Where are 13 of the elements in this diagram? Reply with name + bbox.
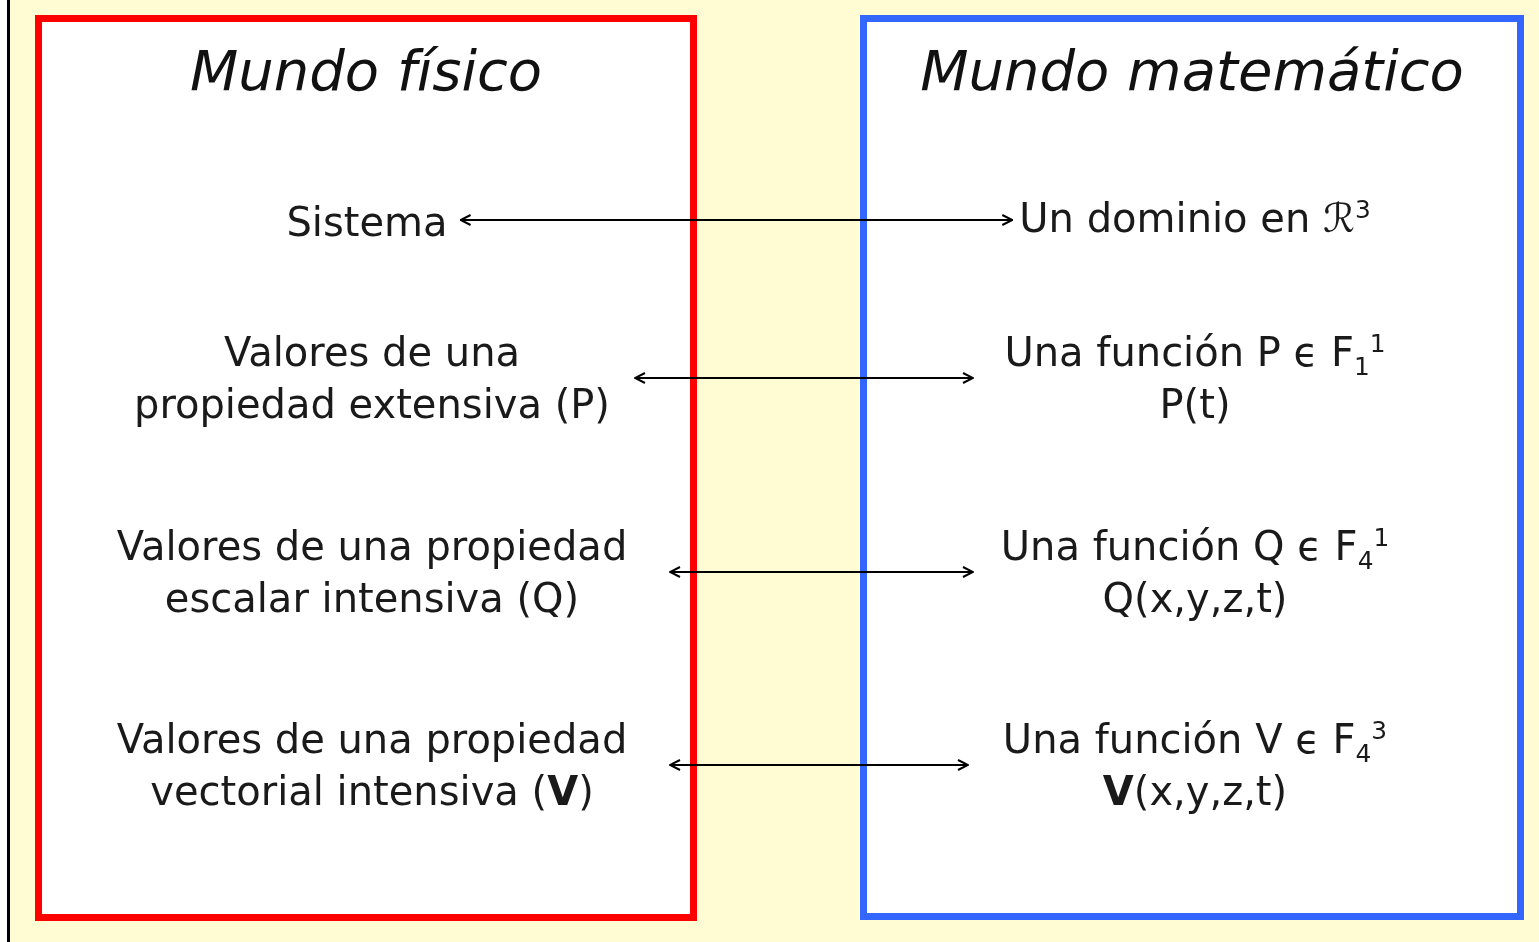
panel-frame (35, 15, 697, 921)
panel-frame (860, 15, 1524, 920)
panel-heading: Mundo matemático (919, 37, 1465, 105)
double-arrow (669, 759, 969, 771)
concept-text: Valores de una propiedad vectorial intensiva (V) (87, 713, 657, 817)
double-arrow (459, 214, 1014, 226)
concept-text: Valores de una propiedad escalar intensiva (Q) (87, 520, 657, 624)
concept-text: Valores de una propiedad extensiva (P) (122, 326, 622, 430)
double-arrow (669, 566, 974, 578)
concept-text: Un dominio en ℛ$^{3}$ (1019, 192, 1371, 244)
double-arrow (634, 372, 974, 384)
panel-heading: Mundo físico (189, 37, 543, 105)
concept-text: Sistema (286, 196, 448, 248)
